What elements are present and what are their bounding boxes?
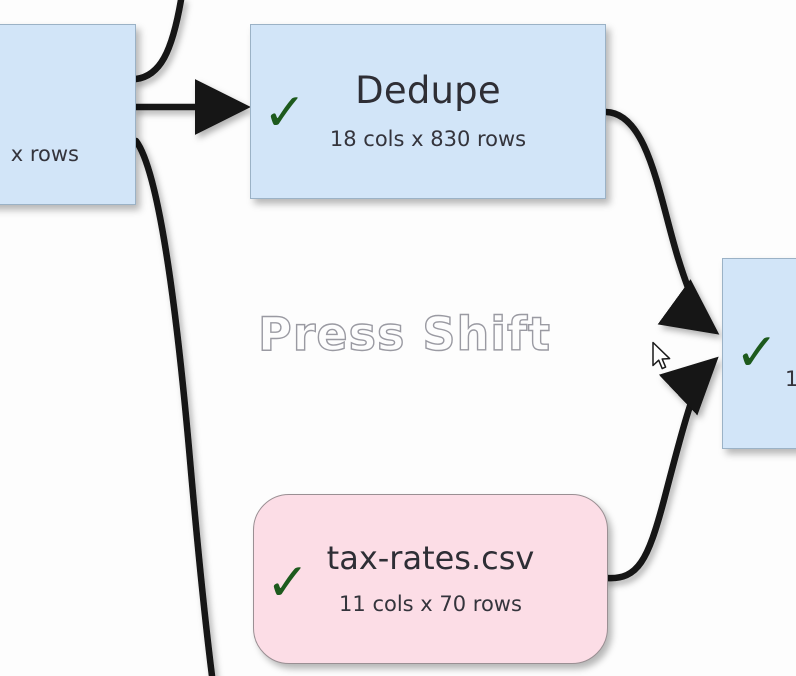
edge-dedupe-to-right <box>602 108 720 335</box>
mouse-pointer-icon <box>652 341 671 370</box>
node-title: tax-rates.csv <box>326 539 535 578</box>
edge-left-to-top <box>132 0 185 83</box>
node-subtitle: 18 cols x 830 rows <box>329 126 527 151</box>
node-title: Dedupe <box>355 69 501 113</box>
node-subtitle: x rows <box>10 142 79 166</box>
node-tax-rates-csv[interactable]: ✓ tax-rates.csv 11 cols x 70 rows <box>253 494 608 664</box>
node-right-partial[interactable]: ✓ 1 <box>722 258 796 449</box>
check-icon: ✓ <box>266 553 310 613</box>
node-dedupe[interactable]: ✓ Dedupe 18 cols x 830 rows <box>250 24 606 199</box>
edge-tax-to-right <box>603 356 719 582</box>
check-icon: ✓ <box>735 323 779 383</box>
check-icon: ✓ <box>263 83 307 143</box>
node-subtitle: 1 <box>785 367 796 391</box>
node-subtitle: 11 cols x 70 rows <box>339 591 522 616</box>
edge-left-to-bottom <box>132 137 216 676</box>
node-left-partial[interactable]: x rows <box>0 24 136 205</box>
press-shift-hint: Press Shift <box>257 306 552 361</box>
